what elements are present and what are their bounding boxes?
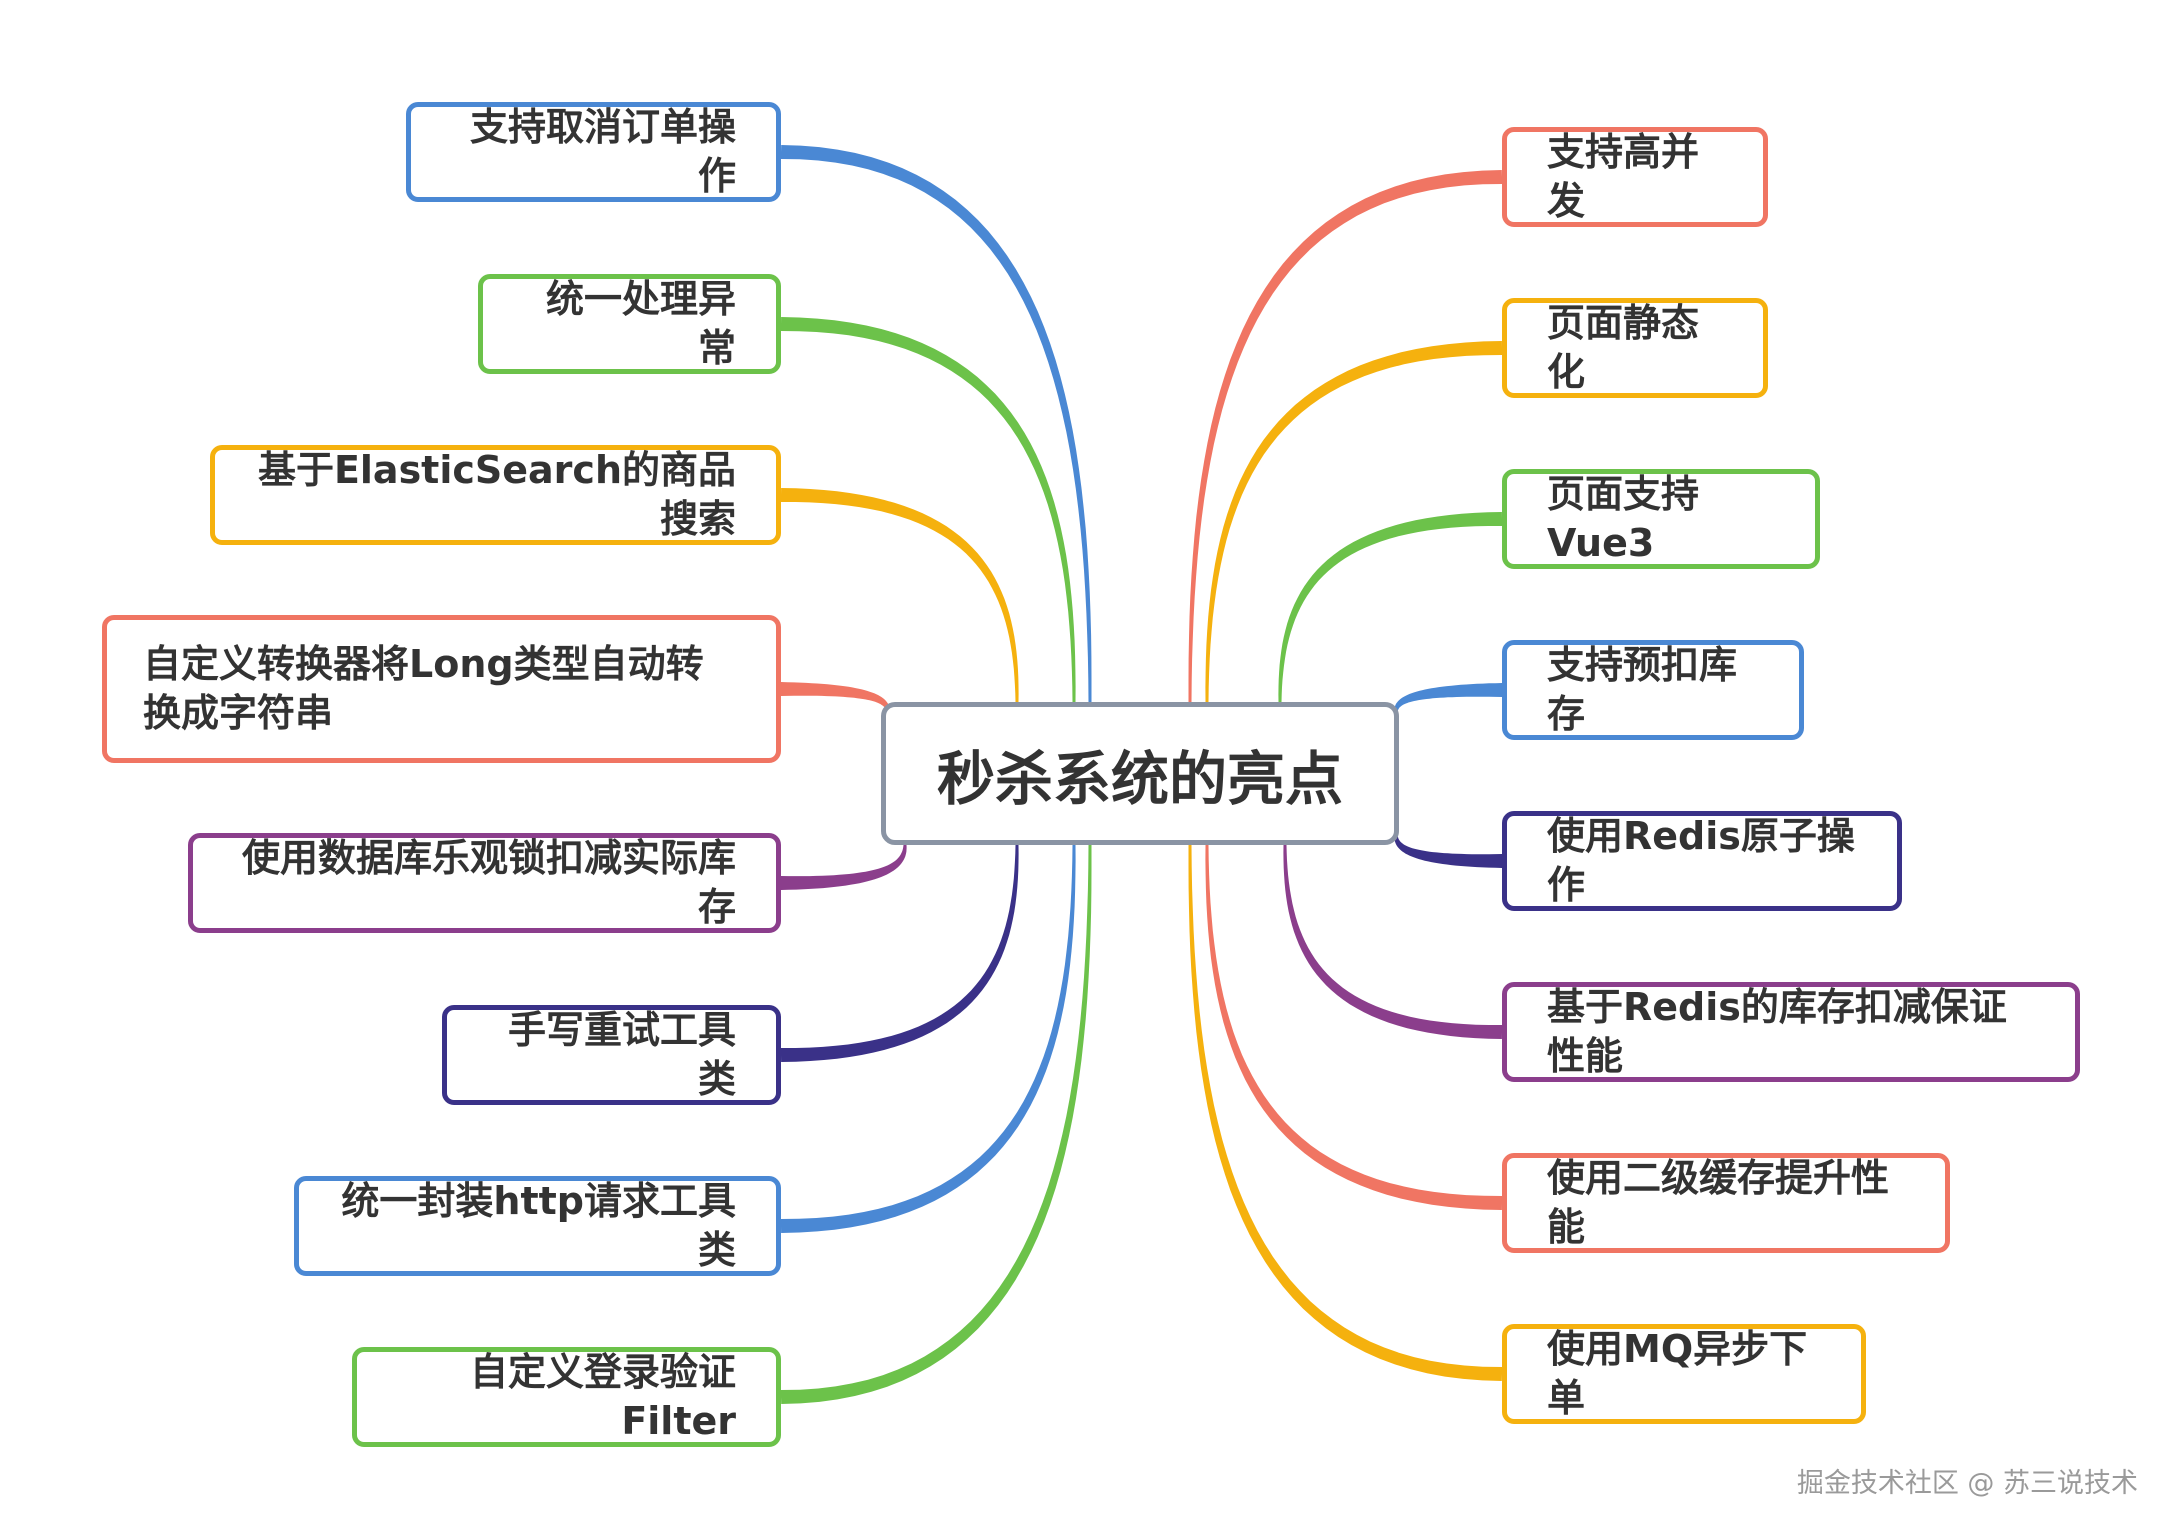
connector-left-2 — [780, 488, 1019, 702]
branch-http-tool[interactable]: 统一封装http请求工具类 — [294, 1176, 781, 1276]
branch-mq-async-order[interactable]: 使用MQ异步下单 — [1502, 1324, 1866, 1424]
branch-unified-exception[interactable]: 统一处理异常 — [478, 274, 781, 374]
connector-right-5 — [1283, 845, 1503, 1039]
branch-redis-stock[interactable]: 基于Redis的库存扣减保证性能 — [1502, 982, 2080, 1082]
branch-login-filter[interactable]: 自定义登录验证Filter — [352, 1347, 781, 1447]
branch-retry-tool[interactable]: 手写重试工具类 — [442, 1005, 781, 1105]
branch-optimistic-lock[interactable]: 使用数据库乐观锁扣减实际库存 — [188, 833, 781, 933]
branch-long-converter[interactable]: 自定义转换器将Long类型自动转换成字符串 — [102, 615, 781, 763]
connector-right-3 — [1394, 683, 1502, 713]
connector-right-7 — [1188, 845, 1503, 1381]
branch-pre-deduct-stock[interactable]: 支持预扣库存 — [1502, 640, 1804, 740]
branch-two-level-cache[interactable]: 使用二级缓存提升性能 — [1502, 1153, 1950, 1253]
connector-right-2 — [1278, 512, 1503, 702]
central-topic[interactable]: 秒杀系统的亮点 — [881, 702, 1399, 845]
connector-left-3 — [781, 682, 890, 712]
connector-left-0 — [780, 145, 1092, 702]
branch-high-concurrency[interactable]: 支持高并发 — [1502, 127, 1768, 227]
watermark-text: 掘金技术社区 @ 苏三说技术 — [1796, 1468, 2138, 1499]
connector-right-6 — [1205, 845, 1503, 1210]
branch-redis-atomic[interactable]: 使用Redis原子操作 — [1502, 811, 1902, 911]
connector-right-4 — [1394, 835, 1502, 868]
branch-static-page[interactable]: 页面静态化 — [1502, 298, 1768, 398]
connector-left-7 — [780, 845, 1092, 1404]
branch-vue3[interactable]: 页面支持Vue3 — [1502, 469, 1820, 569]
connector-right-1 — [1205, 341, 1503, 702]
branch-elasticsearch-search[interactable]: 基于ElasticSearch的商品搜索 — [210, 445, 781, 545]
branch-cancel-order[interactable]: 支持取消订单操作 — [406, 102, 781, 202]
connector-left-6 — [780, 845, 1076, 1233]
connector-left-1 — [780, 317, 1076, 702]
connector-left-4 — [781, 845, 907, 890]
connector-left-5 — [780, 845, 1019, 1062]
connector-right-0 — [1188, 170, 1503, 702]
